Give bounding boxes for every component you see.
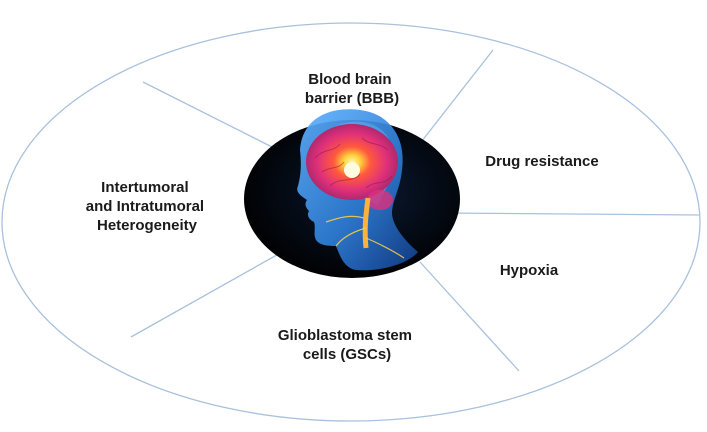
divider-upper-right	[417, 49, 494, 147]
label-hypoxia: Hypoxia	[500, 262, 559, 279]
label-drug-resistance: Drug resistance	[485, 153, 598, 170]
divider-right	[439, 212, 701, 216]
label-bbb-line-1: Blood brain	[308, 71, 391, 88]
label-het-line-2: and Intratumoral	[86, 198, 204, 215]
label-drug-line-1: Drug resistance	[485, 153, 598, 170]
label-het-line-3: Heterogeneity	[97, 217, 198, 234]
label-gsc-line-1: Glioblastoma stem	[278, 327, 412, 344]
label-bbb-line-2: barrier (BBB)	[305, 90, 399, 107]
label-het-line-1: Intertumoral	[101, 179, 189, 196]
center-head-image	[244, 109, 460, 278]
label-hypoxia-line-1: Hypoxia	[500, 262, 559, 279]
divider-lower-left	[130, 251, 283, 338]
label-bbb: Blood brain barrier (BBB)	[305, 71, 399, 107]
human-head-brain-icon	[297, 109, 418, 271]
label-gsc: Glioblastoma stem cells (GSCs)	[278, 327, 416, 363]
label-heterogeneity: Intertumoral and Intratumoral Heterogene…	[86, 179, 209, 234]
divider-lines	[130, 49, 701, 372]
label-gsc-line-2: cells (GSCs)	[303, 346, 391, 363]
divider-lower-right	[419, 261, 520, 372]
divider-upper-left	[142, 81, 279, 151]
